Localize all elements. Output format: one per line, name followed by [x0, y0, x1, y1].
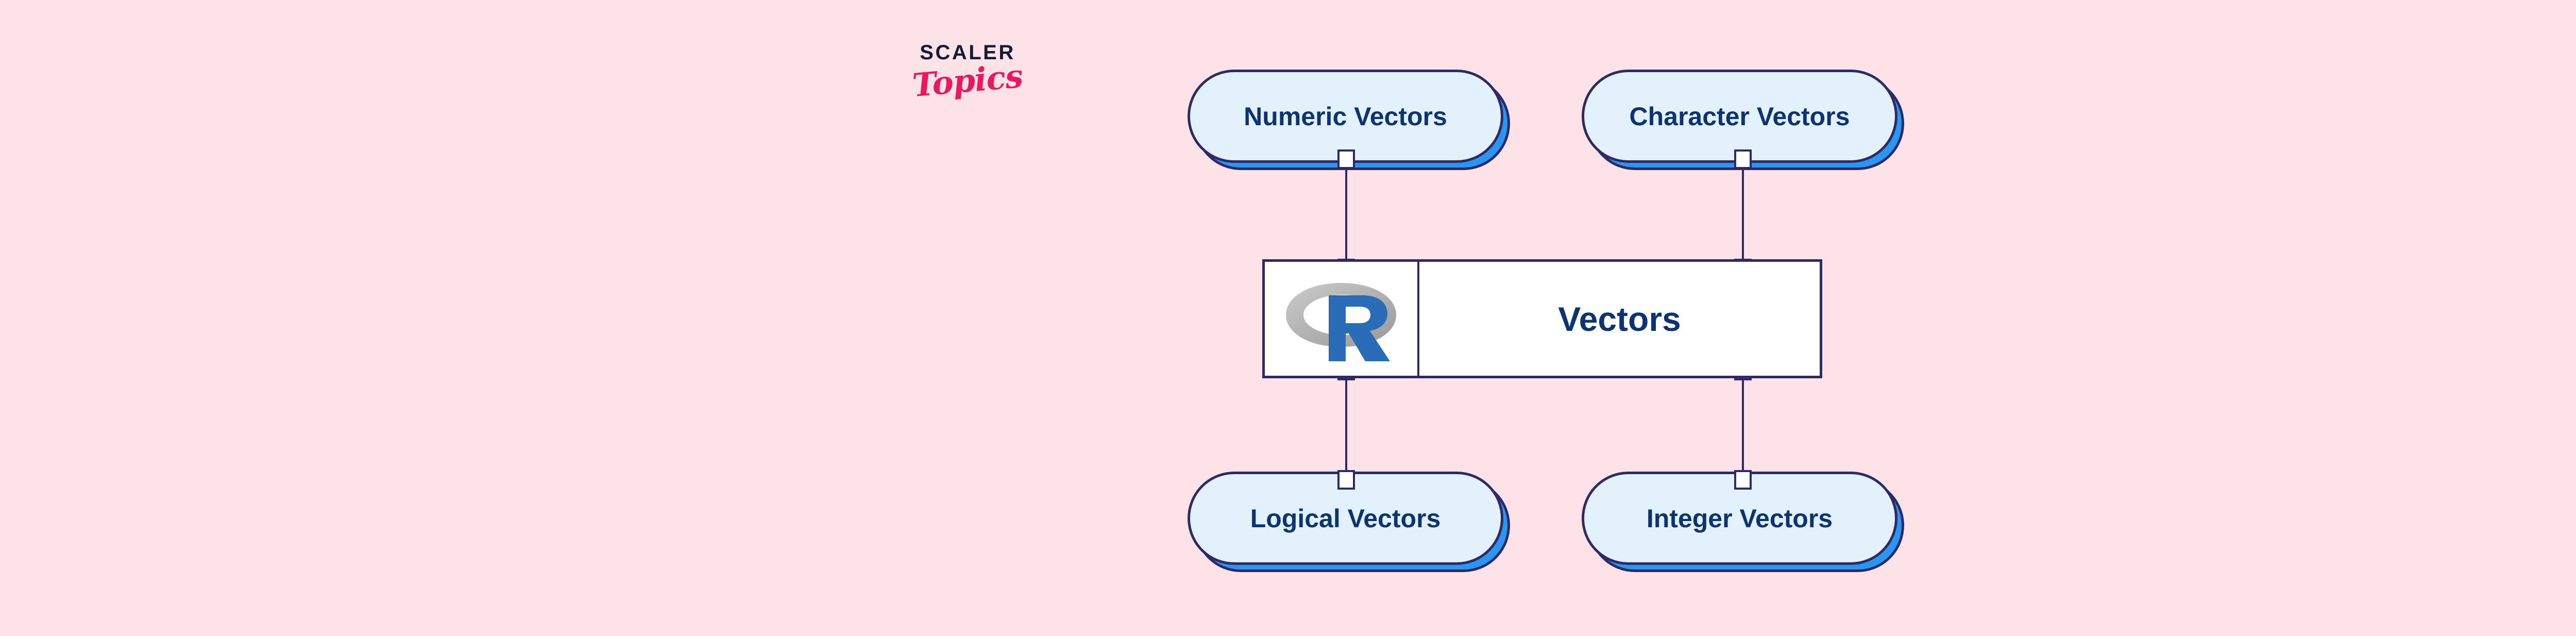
- node-character-vectors[interactable]: Character Vectors: [1582, 70, 1904, 170]
- connector-cap-bottom: [1337, 470, 1355, 490]
- connector-line: [1345, 361, 1347, 490]
- connector-cap-top: [1734, 149, 1752, 169]
- connector-line: [1345, 149, 1347, 278]
- connector-line: [1742, 149, 1744, 278]
- node-body[interactable]: Numeric Vectors: [1188, 70, 1503, 163]
- node-body[interactable]: Logical Vectors: [1188, 472, 1503, 565]
- center-node-vectors[interactable]: Vectors: [1262, 259, 1822, 378]
- node-logical-vectors[interactable]: Logical Vectors: [1188, 472, 1510, 572]
- brand-name-secondary: Topics: [911, 57, 1024, 105]
- node-label: Numeric Vectors: [1244, 102, 1447, 131]
- center-node-title: Vectors: [1558, 299, 1681, 338]
- r-logo-letter: [1329, 295, 1390, 361]
- center-text-cell: Vectors: [1419, 262, 1820, 376]
- node-label: Character Vectors: [1629, 102, 1850, 131]
- connector-center-to-integer: [1734, 361, 1752, 490]
- connector-cap-bottom: [1734, 470, 1752, 490]
- node-label: Integer Vectors: [1646, 504, 1833, 533]
- node-label: Logical Vectors: [1250, 504, 1441, 533]
- node-body[interactable]: Character Vectors: [1582, 70, 1897, 163]
- center-logo-cell: [1265, 262, 1419, 376]
- r-language-logo-icon: [1286, 282, 1396, 361]
- node-numeric-vectors[interactable]: Numeric Vectors: [1188, 70, 1510, 170]
- scaler-topics-logo: SCALER Topics: [890, 42, 1045, 130]
- brand-name-primary: SCALER: [920, 41, 1015, 64]
- connector-center-to-logical: [1337, 361, 1355, 490]
- connector-line: [1742, 361, 1744, 490]
- connector-cap-top: [1337, 149, 1355, 169]
